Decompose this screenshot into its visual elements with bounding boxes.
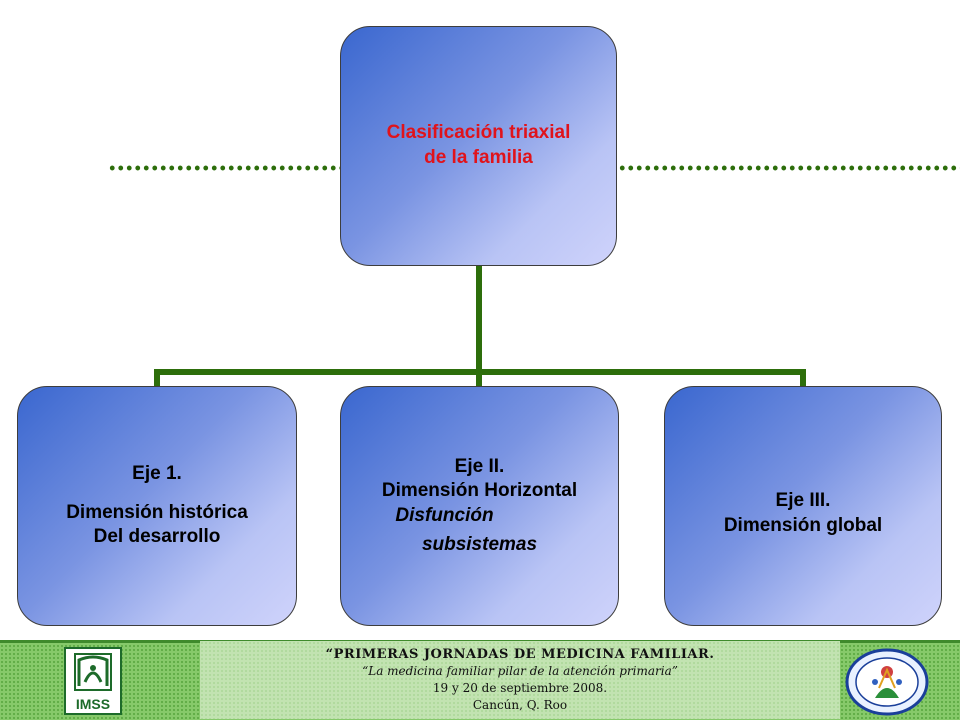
eje-2-label: Eje II. <box>454 455 505 477</box>
dotted-line-left <box>108 158 340 178</box>
child-node-eje-1: Eje 1. Dimensión histórica Del desarroll… <box>17 386 297 626</box>
footer-event-info: “PRIMERAS JORNADAS DE MEDICINA FAMILIAR.… <box>200 641 840 719</box>
eje-3-label: Eje III. <box>775 490 831 512</box>
event-date: 19 y 20 de septiembre 2008. <box>432 681 608 695</box>
eje-1-dimension: Dimensión histórica <box>66 501 248 523</box>
event-location: Cancún, Q. Roo <box>472 698 568 712</box>
root-node: Clasificación triaxial de la familia <box>340 26 617 266</box>
event-title: “PRIMERAS JORNADAS DE MEDICINA FAMILIAR. <box>325 647 715 662</box>
child-node-eje-2: Eje II. Dimensión Horizontal Disfunción … <box>340 386 619 626</box>
imss-emblem-icon <box>74 653 112 691</box>
eje-2-disfuncion: Disfunción <box>395 505 494 526</box>
eje-2-dimension: Dimensión Horizontal <box>381 480 578 502</box>
event-slogan: “La medicina familiar pilar de la atenci… <box>362 664 678 678</box>
root-title-line-1: Clasificación triaxial <box>386 122 571 144</box>
imss-logo: IMSS <box>64 647 122 715</box>
child-node-eje-3: Eje III. Dimensión global <box>664 386 942 626</box>
event-seal-icon <box>845 648 929 716</box>
dotted-line-right <box>618 158 960 178</box>
eje-3-dimension: Dimensión global <box>723 515 883 536</box>
eje-1-label: Eje 1. <box>132 462 182 484</box>
eje-1-subtitle: Del desarrollo <box>93 526 221 548</box>
imss-logo-text: IMSS <box>75 696 111 712</box>
eje-2-subsistemas: subsistemas <box>421 533 538 555</box>
root-title-line-2: de la familia <box>424 147 533 168</box>
